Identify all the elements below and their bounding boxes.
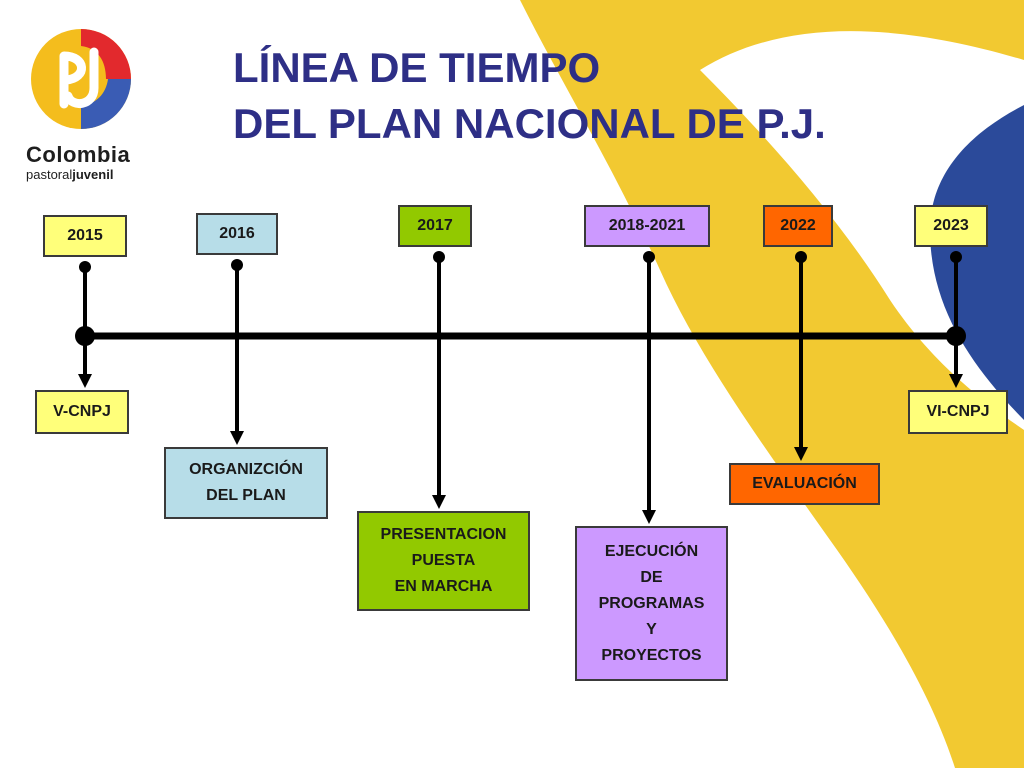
- event-box: EVALUACIÓN: [729, 463, 880, 505]
- logo-subtitle-light: pastoral: [26, 167, 73, 182]
- connector-dot: [231, 259, 243, 271]
- year-box: 2017: [398, 205, 472, 247]
- arrow-head: [230, 431, 244, 445]
- connector-dot: [795, 251, 807, 263]
- title-line-1: LÍNEA DE TIEMPO: [233, 44, 601, 91]
- arrow-head: [949, 374, 963, 388]
- arrow-head: [642, 510, 656, 524]
- pj-logo-mark: [31, 29, 131, 129]
- title-line-2: DEL PLAN NACIONAL DE P.J.: [233, 100, 826, 147]
- logo-name: Colombia: [26, 142, 131, 167]
- year-box: 2015: [43, 215, 127, 257]
- arrow-head: [794, 447, 808, 461]
- event-box: PRESENTACION PUESTA EN MARCHA: [357, 511, 530, 611]
- connector-lines: [78, 251, 963, 524]
- year-box: 2023: [914, 205, 988, 247]
- pastoral-juvenil-logo: Colombia pastoraljuvenil: [22, 26, 140, 186]
- connector-dot: [950, 251, 962, 263]
- event-box: VI-CNPJ: [908, 390, 1008, 434]
- connector-dot: [643, 251, 655, 263]
- arrow-head: [432, 495, 446, 509]
- page-title: LÍNEA DE TIEMPO DEL PLAN NACIONAL DE P.J…: [233, 40, 826, 152]
- blue-swoosh: [930, 105, 1024, 420]
- event-box: ORGANIZCIÓN DEL PLAN: [164, 447, 328, 519]
- year-box: 2016: [196, 213, 278, 255]
- connector-dot: [433, 251, 445, 263]
- white-arc: [700, 31, 1024, 430]
- arrow-head: [78, 374, 92, 388]
- year-box: 2022: [763, 205, 833, 247]
- logo-subtitle: pastoraljuvenil: [26, 167, 113, 182]
- year-box: 2018-2021: [584, 205, 710, 247]
- connector-dot: [79, 261, 91, 273]
- logo-subtitle-bold: juvenil: [72, 167, 114, 182]
- event-box: EJECUCIÓN DE PROGRAMAS Y PROYECTOS: [575, 526, 728, 681]
- event-box: V-CNPJ: [35, 390, 129, 434]
